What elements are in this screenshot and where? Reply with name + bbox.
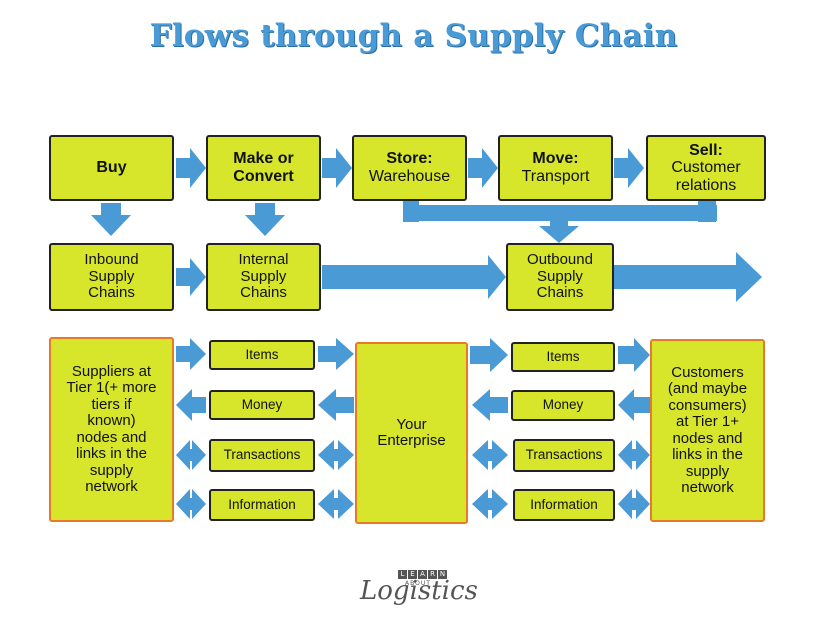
merge-bar — [403, 205, 717, 221]
make-convert-box: Make or Convert — [206, 135, 321, 201]
arrow-info-ent-left — [318, 489, 354, 519]
information-box-right: Information — [513, 489, 615, 521]
arrow-trans-ent-left — [318, 440, 354, 470]
arrow-money-box-to-s — [176, 389, 206, 421]
information-label-left: Information — [228, 496, 296, 512]
logo-about: ABOUT — [405, 580, 431, 587]
money-box-right: Money — [511, 390, 615, 421]
arrow-items-box-to-cust — [618, 338, 650, 372]
customers-label: Customers (and maybe consumers) at Tier … — [667, 363, 748, 496]
arrow-outbound-out-shaft — [614, 265, 738, 289]
arrow-money-ent-to-box — [318, 389, 354, 421]
arrow-merge-down — [539, 220, 579, 243]
transactions-label-left: Transactions — [223, 447, 301, 463]
items-label-right: Items — [546, 348, 580, 364]
store-label: Store: — [386, 150, 433, 168]
arrow-make-down — [245, 203, 285, 236]
arrow-money-box-to-ent — [472, 389, 508, 421]
logo-letters: L E A R N — [398, 570, 447, 579]
arrow-items-s-to-box — [176, 338, 206, 370]
customers-box: Customers (and maybe consumers) at Tier … — [650, 339, 765, 522]
arrow-internal-to-outbound-head — [488, 255, 506, 299]
information-label-right: Information — [530, 496, 598, 512]
items-box-right: Items — [511, 342, 615, 372]
learn-about-logistics-logo: L E A R N ABOUT Logistics — [360, 568, 478, 612]
items-box-left: Items — [209, 340, 315, 370]
suppliers-box: Suppliers at Tier 1(+ more tiers if know… — [49, 337, 174, 522]
internal-box: Internal Supply Chains — [206, 243, 321, 311]
arrow-buy-down — [91, 203, 131, 236]
outbound-box: Outbound Supply Chains — [506, 243, 614, 311]
make-convert-label: Make or Convert — [233, 150, 294, 185]
transactions-label-right: Transactions — [525, 447, 603, 463]
outbound-label: Outbound Supply Chains — [527, 251, 593, 302]
arrow-internal-to-outbound-shaft — [322, 265, 490, 289]
enterprise-label: Your Enterprise — [377, 415, 446, 449]
inbound-label: Inbound Supply Chains — [84, 251, 139, 302]
merge-store-stub — [403, 200, 419, 222]
money-box-left: Money — [209, 390, 315, 420]
information-box-left: Information — [209, 489, 315, 521]
arrow-trans-ent-right — [472, 440, 508, 470]
transactions-box-right: Transactions — [513, 439, 615, 472]
move-sub: Transport — [521, 168, 590, 185]
enterprise-box: Your Enterprise — [355, 342, 468, 524]
buy-box: Buy — [49, 135, 174, 201]
arrow-store-to-move — [468, 148, 498, 188]
sell-label: Sell: — [689, 141, 723, 159]
inbound-box: Inbound Supply Chains — [49, 243, 174, 311]
buy-label: Buy — [96, 159, 127, 177]
arrow-outbound-out-head — [736, 252, 762, 302]
suppliers-label: Suppliers at Tier 1(+ more tiers if know… — [66, 362, 157, 495]
arrow-buy-to-make — [176, 148, 206, 188]
arrow-inbound-to-internal — [176, 258, 206, 296]
store-box: Store:Warehouse — [352, 135, 467, 201]
arrow-move-to-sell — [614, 148, 644, 188]
arrow-info-cust — [618, 489, 650, 519]
arrow-items-box-to-ent — [318, 338, 354, 370]
arrow-trans-cust — [618, 440, 650, 470]
items-label-left: Items — [245, 346, 279, 362]
merge-sell-stub — [698, 200, 716, 222]
arrow-items-ent-to-box — [470, 338, 508, 372]
transactions-box-left: Transactions — [209, 439, 315, 472]
internal-label: Internal Supply Chains — [238, 251, 289, 302]
money-label-left: Money — [241, 396, 283, 412]
arrow-make-to-store — [322, 148, 352, 188]
move-box: Move:Transport — [498, 135, 613, 201]
sell-box: Sell:Customer relations — [646, 135, 766, 201]
money-label-right: Money — [542, 397, 584, 413]
page-title: Flows through a Supply Chain — [149, 18, 678, 54]
arrow-info-s — [176, 489, 206, 519]
store-sub: Warehouse — [368, 168, 451, 185]
move-label: Move: — [532, 150, 579, 168]
arrow-info-ent-right — [472, 489, 508, 519]
sell-sub: Customer relations — [671, 159, 741, 194]
arrow-trans-s — [176, 440, 206, 470]
arrow-money-cust-to-box — [618, 389, 650, 421]
logo-script: Logistics — [360, 576, 478, 606]
